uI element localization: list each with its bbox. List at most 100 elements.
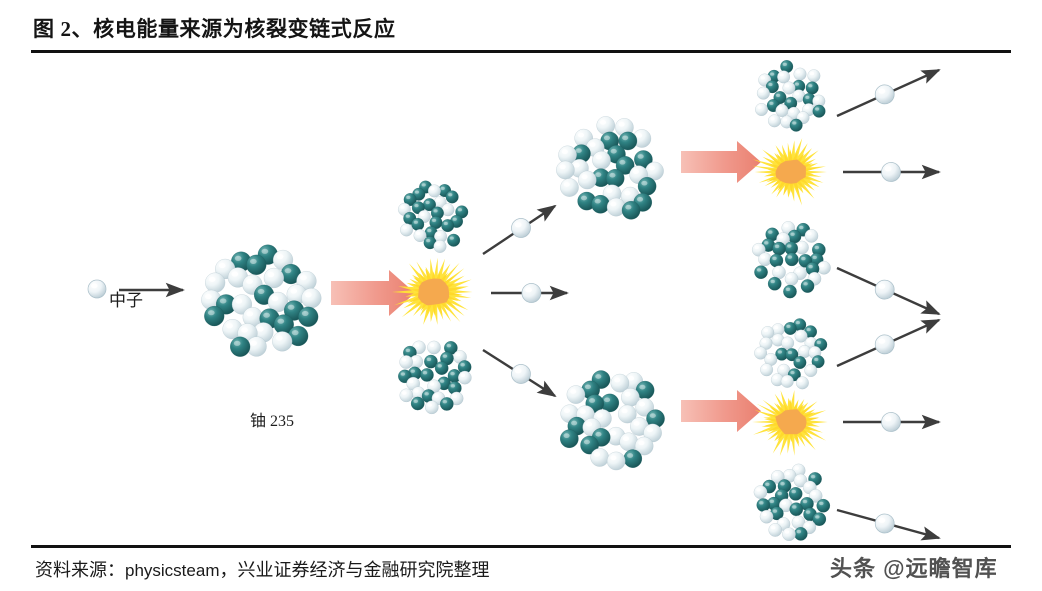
sphere-highlight: [784, 84, 790, 88]
source-suffix: ，兴业证券经济与金融研究院整理: [219, 560, 490, 580]
sphere-highlight: [759, 89, 764, 93]
sphere-highlight: [798, 379, 803, 383]
sphere-highlight: [593, 451, 601, 457]
sphere-highlight: [806, 339, 812, 343]
sphere-highlight: [810, 474, 816, 479]
sphere-highlight: [792, 505, 797, 509]
label-uranium-235: 铀 235: [250, 413, 295, 430]
sphere-highlight: [595, 431, 602, 437]
sphere-highlight: [805, 523, 810, 527]
sphere-highlight: [577, 132, 585, 138]
sphere-highlight: [207, 310, 215, 316]
sphere-highlight: [769, 499, 775, 504]
sphere-highlight: [614, 377, 621, 383]
sphere-highlight: [781, 501, 787, 505]
neutron-highlight: [878, 338, 886, 344]
sphere-highlight: [235, 298, 243, 304]
nucleon-neutron-4: [761, 326, 775, 340]
sphere-highlight: [400, 205, 405, 209]
nucleon-neutron-27: [782, 527, 796, 542]
nucleus-g2-top: [556, 116, 664, 220]
sphere-highlight: [563, 182, 570, 187]
nucleon-proton-19: [204, 305, 225, 327]
nucleon-neutron-21: [560, 178, 579, 197]
nucleus-g1-frag-top: [397, 180, 469, 253]
sphere-highlight: [402, 391, 407, 395]
nucleon-proton-15: [769, 253, 784, 268]
nucleon-proton-7: [765, 80, 779, 94]
sphere-highlight: [291, 330, 299, 336]
sphere-highlight: [756, 488, 761, 492]
sphere-highlight: [416, 231, 421, 236]
sphere-highlight: [429, 382, 435, 386]
nucleon-neutron-8: [399, 355, 413, 369]
nucleus-g3-c-frag: [754, 318, 828, 390]
sphere-highlight: [816, 340, 822, 345]
sphere-highlight: [789, 109, 795, 113]
sphere-highlight: [414, 203, 419, 208]
sphere-highlight: [769, 101, 774, 106]
sphere-highlight: [809, 72, 815, 76]
sphere-highlight: [648, 165, 655, 171]
sphere-highlight: [649, 413, 656, 418]
nucleon-proton-14: [756, 498, 771, 512]
figure-title: 图 2、核电能量来源为核裂变链式反应: [33, 17, 396, 41]
nucleon-neutron-9: [205, 272, 226, 293]
sphere-highlight: [609, 172, 616, 178]
sphere-highlight: [757, 105, 762, 110]
sphere-highlight: [610, 201, 617, 207]
sphere-highlight: [766, 355, 772, 359]
sphere-highlight: [257, 288, 265, 294]
nucleon-proton-19: [754, 265, 768, 280]
nucleon-proton-17: [811, 355, 825, 369]
energy-burst-group: [391, 138, 828, 456]
nucleus-g3-e-frag: [753, 463, 831, 542]
nucleon-neutron-15: [457, 370, 472, 385]
sphere-highlight: [639, 384, 646, 390]
nucleon-proton-17: [789, 502, 804, 517]
sphere-highlight: [579, 409, 586, 414]
neutron-highlight: [91, 283, 98, 289]
sphere-highlight: [779, 520, 784, 524]
energy-core: [775, 409, 807, 435]
sphere-highlight: [256, 326, 264, 332]
neutron-on-a-g3-5: [881, 412, 901, 432]
sphere-highlight: [624, 391, 631, 397]
nucleon-neutron-19: [775, 104, 789, 118]
nucleon-proton-26: [439, 397, 454, 411]
nucleon-proton-23: [447, 233, 461, 247]
sphere-highlight: [773, 336, 779, 340]
sphere-highlight: [794, 92, 800, 96]
sphere-highlight: [452, 217, 457, 221]
sphere-highlight: [437, 364, 442, 368]
sphere-highlight: [443, 206, 449, 210]
sphere-highlight: [599, 120, 607, 125]
sphere-highlight: [805, 510, 811, 514]
sphere-highlight: [618, 121, 625, 127]
nucleon-neutron-7: [263, 267, 285, 289]
sphere-highlight: [779, 73, 784, 77]
sphere-highlight: [805, 483, 810, 487]
nucleon-neutron-25: [433, 239, 447, 253]
nucleus-g1-frag-bot: [398, 340, 472, 415]
source-prefix: 资料来源：: [35, 560, 125, 580]
nucleon-neutron-9: [782, 81, 796, 95]
nucleon-proton-3: [246, 254, 267, 275]
sphere-highlight: [800, 347, 805, 352]
nucleon-proton-24: [767, 276, 782, 291]
sphere-highlight: [426, 238, 431, 243]
sphere-highlight: [584, 384, 591, 390]
sphere-highlight: [570, 389, 577, 394]
sphere-highlight: [790, 232, 795, 236]
nucleon-proton-25: [789, 118, 803, 132]
sphere-highlight: [405, 214, 410, 218]
nucleon-neutron-4: [777, 70, 791, 84]
nucleon-proton-26: [793, 527, 808, 541]
sphere-highlight: [405, 348, 411, 353]
sphere-highlight: [787, 350, 793, 355]
neutron-highlight: [884, 166, 892, 172]
sphere-highlight: [772, 509, 778, 513]
sphere-highlight: [790, 370, 795, 375]
sphere-highlight: [241, 327, 248, 333]
sphere-highlight: [794, 82, 800, 86]
